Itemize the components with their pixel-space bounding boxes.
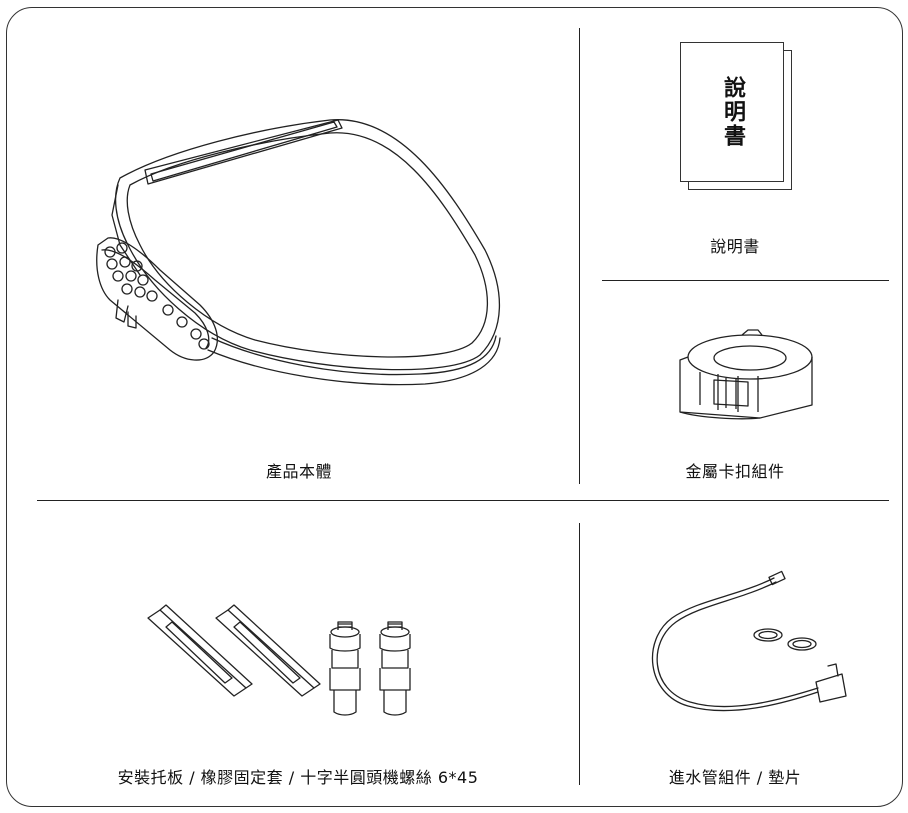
label-metal-clip: 金屬卡扣組件 — [685, 462, 785, 481]
label-mounting-kit: 安裝托板 / 橡膠固定套 / 十字半圓頭機螺絲 6*45 — [117, 768, 479, 787]
horizontal-divider-main — [37, 500, 889, 502]
label-water-hose: 進水管組件 / 墊片 — [668, 768, 802, 787]
vertical-divider-top — [579, 28, 581, 484]
manual-cover-text: 說明書 — [720, 76, 745, 148]
manual-cover: 說明書 — [680, 42, 784, 182]
outer-frame — [6, 7, 903, 807]
horizontal-divider-right — [602, 280, 889, 282]
label-manual: 說明書 — [710, 237, 760, 256]
label-product-body: 產品本體 — [265, 462, 333, 481]
manual-booklet-illustration: 說明書 — [680, 42, 792, 190]
vertical-divider-bottom — [579, 523, 581, 785]
